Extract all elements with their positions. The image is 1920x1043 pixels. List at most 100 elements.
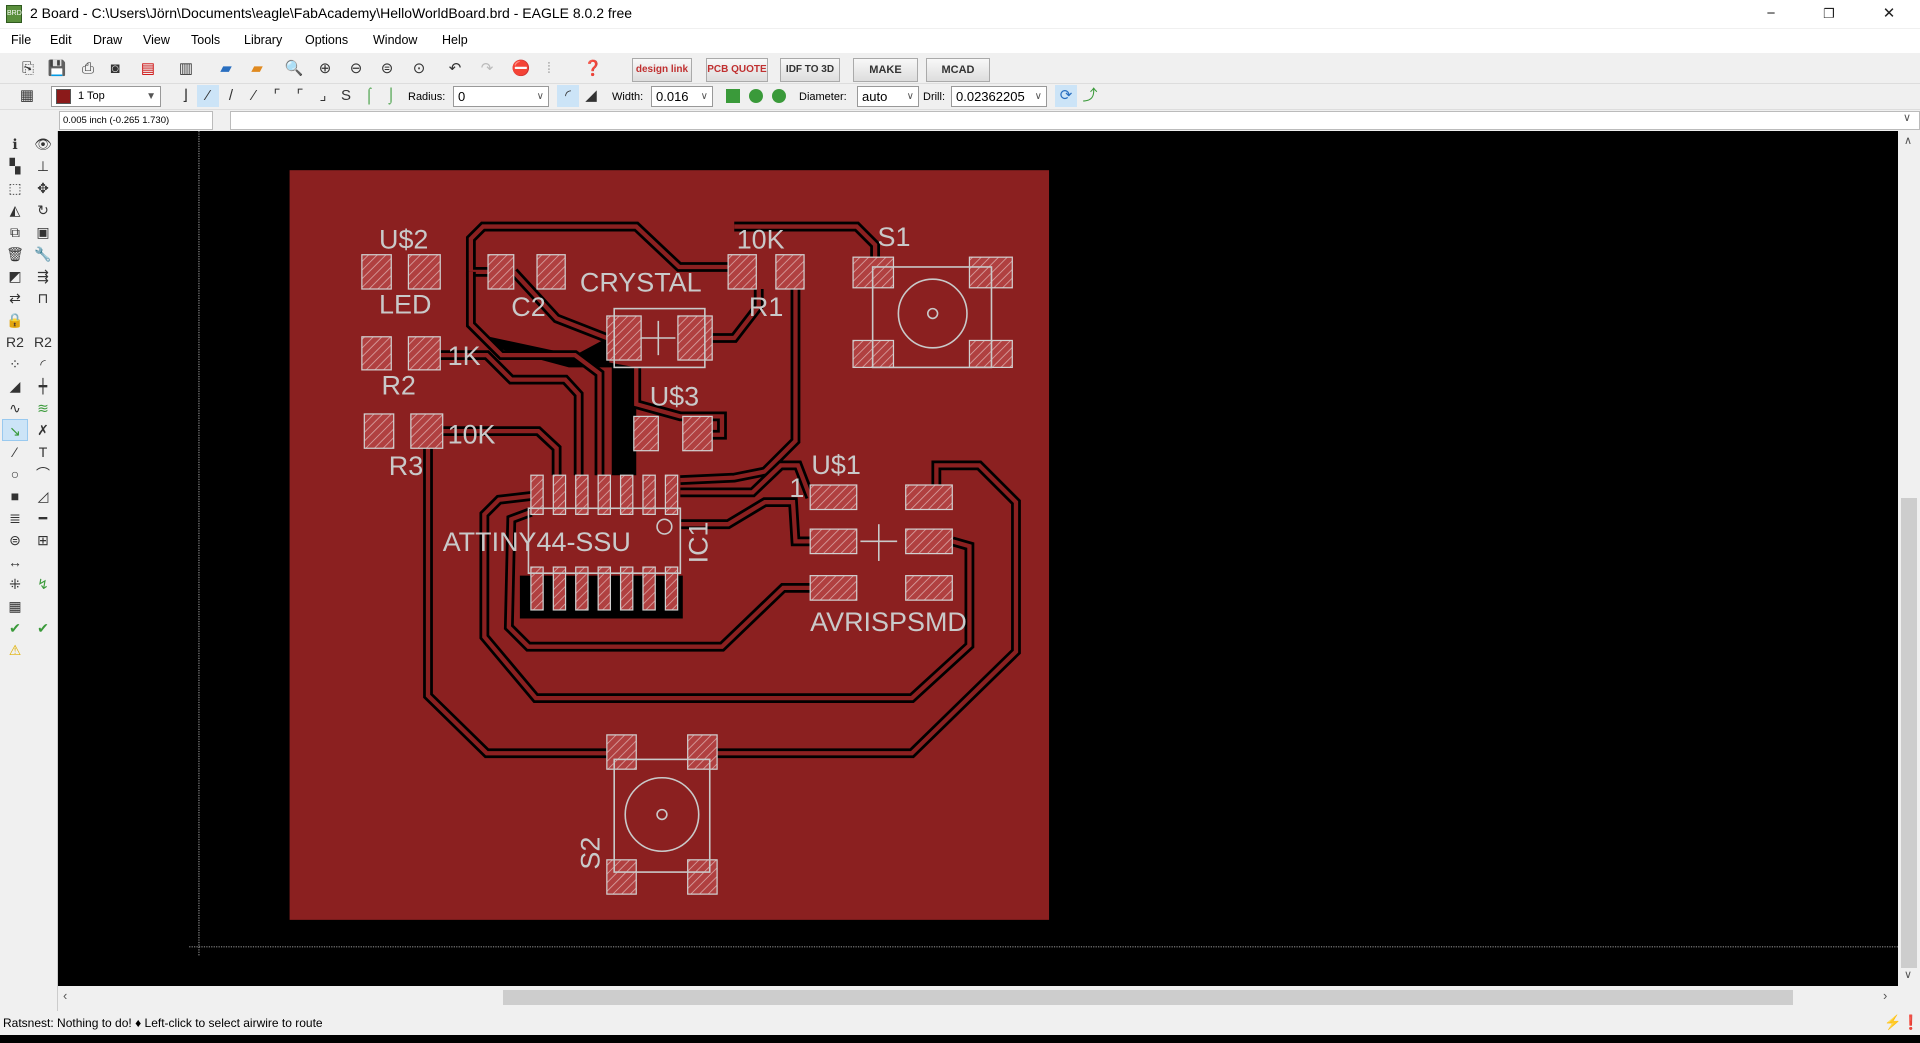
group-icon[interactable]: ⬚ bbox=[8, 180, 22, 196]
smd-pad[interactable] bbox=[775, 254, 805, 290]
lock-icon[interactable]: 🔒 bbox=[6, 312, 24, 328]
make-button[interactable]: MAKE bbox=[853, 58, 918, 82]
smd-pad[interactable] bbox=[727, 254, 757, 290]
script-icon[interactable]: ▰ bbox=[220, 60, 232, 77]
ulp-icon[interactable]: ▰ bbox=[251, 60, 263, 77]
trace[interactable] bbox=[512, 270, 608, 341]
autorouter-icon[interactable]: ↯ bbox=[37, 576, 49, 592]
smd-pad[interactable] bbox=[664, 474, 679, 516]
zoom-redraw-icon[interactable]: ⊜ bbox=[380, 60, 394, 77]
smd-pad[interactable] bbox=[905, 575, 953, 601]
bend-90-icon[interactable]: ⌋ bbox=[182, 87, 188, 104]
trace[interactable] bbox=[680, 463, 813, 499]
undo-icon[interactable]: ↶ bbox=[448, 60, 462, 77]
trace[interactable] bbox=[734, 224, 878, 260]
ratsnest-icon[interactable]: ⁜ bbox=[9, 576, 21, 592]
smd-pad[interactable] bbox=[642, 566, 656, 611]
print-icon[interactable]: ⎙ bbox=[81, 60, 94, 77]
trace[interactable] bbox=[506, 509, 811, 649]
lightning-icon[interactable]: ⚡ bbox=[1884, 1014, 1902, 1030]
round-corner-icon[interactable]: ◜ bbox=[557, 85, 579, 107]
bend-straight-icon[interactable]: / bbox=[228, 87, 234, 104]
open-icon[interactable]: ⎘ bbox=[21, 60, 34, 77]
smd-pad[interactable] bbox=[552, 566, 567, 611]
smd-pad[interactable] bbox=[530, 566, 544, 611]
circle-icon[interactable]: ○ bbox=[10, 466, 20, 482]
smd-pad[interactable] bbox=[407, 254, 441, 290]
split-icon[interactable]: ◢ bbox=[9, 378, 21, 394]
copy-icon[interactable]: ⧉ bbox=[10, 224, 20, 240]
ripup-icon[interactable]: ✗ bbox=[37, 422, 49, 438]
grid-icon[interactable]: ▦ bbox=[19, 87, 35, 104]
scroll-left-icon[interactable]: ‹ bbox=[63, 988, 68, 1003]
signal-icon[interactable]: ━ bbox=[38, 510, 48, 526]
smd-pad[interactable] bbox=[905, 528, 953, 555]
hole-icon[interactable]: ⊜ bbox=[9, 532, 21, 548]
change-icon[interactable]: 🔧 bbox=[34, 246, 52, 262]
attribute-icon[interactable]: ⊞ bbox=[37, 532, 49, 548]
smd-pad[interactable] bbox=[619, 474, 634, 516]
delete-icon[interactable]: 🗑 bbox=[6, 246, 24, 262]
smd-pad[interactable] bbox=[487, 254, 515, 290]
swap-icon[interactable]: ⇄ bbox=[9, 290, 21, 306]
smd-pad[interactable] bbox=[361, 254, 392, 290]
radius-input[interactable]: 0∨ bbox=[453, 86, 549, 107]
menu-library[interactable]: Library bbox=[244, 33, 283, 47]
mcad-button[interactable]: MCAD bbox=[926, 58, 990, 82]
smd-pad[interactable] bbox=[606, 315, 642, 361]
drc-icon[interactable]: ✔ bbox=[37, 620, 49, 636]
paste-icon[interactable]: ▣ bbox=[36, 224, 50, 240]
smd-pad[interactable] bbox=[664, 566, 679, 611]
stop-icon[interactable]: ⛔ bbox=[511, 60, 531, 77]
smd-pad[interactable] bbox=[809, 484, 858, 511]
bend-45b-icon[interactable]: ⁄ bbox=[252, 87, 256, 104]
via-octagon-icon[interactable] bbox=[772, 89, 786, 103]
zoom-out-icon[interactable]: ⊖ bbox=[349, 60, 363, 77]
scroll-right-icon[interactable]: › bbox=[1883, 988, 1888, 1003]
layer-select[interactable]: 1 Top▼ bbox=[51, 86, 161, 107]
close-button[interactable]: ✕ bbox=[1882, 5, 1896, 22]
cam-icon[interactable]: ◙ bbox=[110, 60, 120, 77]
trace[interactable] bbox=[680, 500, 811, 544]
design-link-button[interactable]: design link bbox=[632, 58, 692, 82]
smd-pad[interactable] bbox=[633, 415, 659, 452]
route-multiple-icon[interactable]: ≋ bbox=[37, 400, 49, 416]
ripup-route-icon[interactable]: ⤴ bbox=[1082, 87, 1098, 104]
trace[interactable] bbox=[482, 493, 972, 701]
smd-pad[interactable] bbox=[361, 336, 392, 371]
drill-select[interactable]: 0.02362205∨ bbox=[951, 86, 1047, 107]
mark-icon[interactable]: ⊥ bbox=[36, 158, 50, 174]
smd-pad[interactable] bbox=[575, 474, 589, 516]
mirror-icon[interactable]: ◭ bbox=[9, 202, 21, 218]
smash-icon[interactable]: ⁘ bbox=[9, 356, 21, 372]
bend-follow-icon[interactable]: ⌠ bbox=[364, 87, 374, 104]
miter-icon[interactable]: ◜ bbox=[40, 356, 46, 372]
smd-pad[interactable] bbox=[575, 566, 589, 611]
name-icon[interactable]: R2 bbox=[6, 334, 24, 350]
horizontal-scroll-thumb[interactable] bbox=[503, 990, 1793, 1005]
width-input[interactable]: 0.016∨ bbox=[651, 86, 713, 107]
smd-pad[interactable] bbox=[530, 474, 544, 516]
smd-pad[interactable] bbox=[552, 474, 567, 516]
info-icon[interactable]: ℹ bbox=[12, 136, 18, 152]
menu-file[interactable]: File bbox=[11, 33, 32, 47]
sch-brd-switch-icon[interactable]: ▤ bbox=[140, 60, 156, 77]
smd-pad[interactable] bbox=[809, 575, 858, 601]
zoom-select-icon[interactable]: ⊙ bbox=[412, 60, 426, 77]
trace[interactable] bbox=[425, 448, 612, 756]
bend-follow2-icon[interactable]: ⌡ bbox=[386, 87, 396, 104]
lock-open-icon[interactable]: ⊓ bbox=[37, 290, 49, 306]
smd-pad[interactable] bbox=[809, 528, 858, 555]
dimension-icon[interactable]: ↔ bbox=[8, 554, 22, 570]
smd-pad[interactable] bbox=[410, 413, 444, 449]
scroll-up-icon[interactable]: ∧ bbox=[1904, 135, 1913, 147]
smd-pad[interactable] bbox=[682, 415, 713, 452]
ratsnest-board-icon[interactable]: ▦ bbox=[8, 598, 22, 614]
smd-pad[interactable] bbox=[606, 859, 637, 895]
rotate-icon[interactable]: ↻ bbox=[37, 202, 49, 218]
erc-icon[interactable]: ✔ bbox=[9, 620, 21, 636]
library-icon[interactable]: ▥ bbox=[178, 60, 194, 77]
menu-help[interactable]: Help bbox=[442, 33, 468, 47]
idf-to-3d-button[interactable]: IDF TO 3D bbox=[780, 58, 840, 82]
bend-s-icon[interactable]: S bbox=[340, 87, 351, 104]
